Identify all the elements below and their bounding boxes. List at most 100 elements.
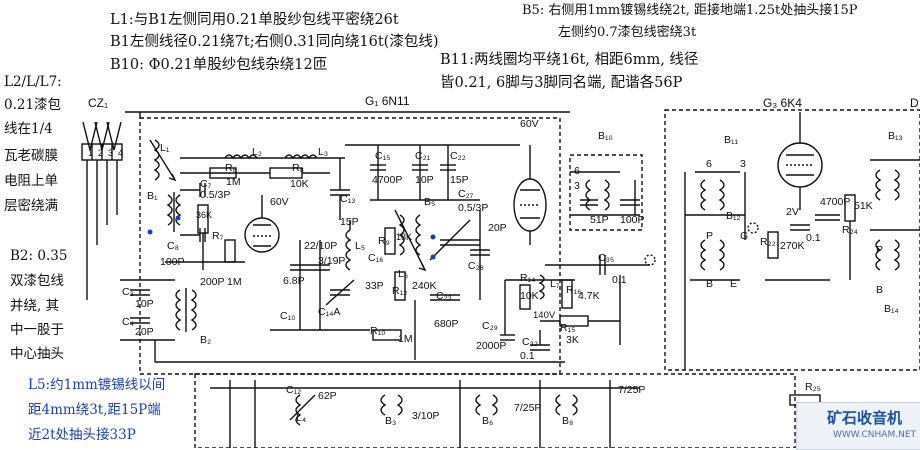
watermark-logo: 矿石收音机 WWW.CNHAM.NET: [796, 402, 920, 450]
label-val: 100P: [620, 214, 645, 226]
label-val: 3/19P: [318, 255, 346, 267]
label-val: 22/10P: [304, 240, 338, 252]
label-val: 240K: [412, 280, 437, 292]
label-val: 0.5/3P: [458, 202, 489, 214]
note-b1-line: B1左侧线径0.21绕7t;右侧0.31同向绕16t(漆包线): [110, 34, 439, 50]
note-left-b2-line: 中心抽头: [10, 346, 64, 362]
note-left-l-line: 瓦老碳膜: [4, 148, 58, 164]
label-b8: B₈: [562, 415, 574, 427]
note-b5-line: B5: 右侧用1mm镀锡线绕2t, 距接地端1.25t处抽头接15P: [522, 3, 858, 18]
label-c32: C₃₂: [522, 336, 538, 348]
label-c8: C₈: [167, 240, 179, 252]
note-l5-line: 距4mm绕3t,距15P端: [28, 402, 161, 418]
label-val: 7/25P: [618, 384, 646, 396]
label-val: 1M: [227, 276, 242, 288]
label-c13: C₁₃: [340, 193, 356, 205]
label-pin: 3: [740, 158, 746, 170]
label-val: 15P: [450, 174, 469, 186]
label-r9: R₉: [378, 235, 390, 247]
label-v60-top: 60V: [520, 118, 539, 130]
label-c4: C₄: [122, 316, 134, 328]
label-val: 3/10P: [412, 410, 440, 422]
label-val: 10K: [520, 290, 539, 302]
label-c35: C₃₅: [598, 252, 615, 264]
label-cz1: CZ₁: [88, 96, 109, 110]
label-val: 1M: [226, 176, 241, 188]
label-val: 51K: [854, 200, 873, 212]
label-pin: E: [730, 278, 738, 290]
label-g3: G₃ 6K4: [763, 96, 802, 110]
label-l4: L₄: [296, 412, 307, 424]
watermark-title: 矿石收音机: [827, 409, 903, 427]
label-v60: 60V: [270, 196, 289, 208]
note-l5-line: 近2t处抽头接33P: [28, 427, 136, 443]
label-r22: R₂₂: [760, 236, 776, 248]
label-v2: 2V: [786, 206, 799, 218]
label-val: 6.8P: [283, 275, 305, 287]
label-r6: R₆: [225, 162, 237, 174]
label-r12: R₁₂: [392, 285, 408, 297]
label-r8: R₈: [292, 162, 304, 174]
label-val: 270K: [780, 240, 805, 252]
label-val: 680P: [434, 318, 459, 330]
label-c21: C₂₁: [415, 150, 431, 162]
note-left-b2-line: 并绕, 其: [10, 298, 60, 314]
label-v140: 140V: [533, 310, 556, 321]
label-r15: R₁₅: [560, 322, 576, 334]
label-b14: B₁₄: [884, 303, 899, 315]
label-pin: 1: [88, 148, 94, 158]
label-b1: B₁: [147, 190, 158, 202]
label-r25: R₂₅: [805, 381, 821, 393]
label-val: 100P: [160, 256, 185, 268]
label-pin: P: [706, 230, 714, 242]
label-c29: C₂₉: [482, 320, 498, 332]
note-left-l-line: 0.21漆包: [4, 97, 62, 113]
label-val: 0.1: [806, 232, 821, 244]
label-val: 10P: [415, 174, 434, 186]
label-r16: R₁₆: [566, 284, 582, 296]
label-val: 36K: [196, 210, 213, 220]
label-val: 4700P: [820, 196, 851, 208]
label-b12: B₁₂: [726, 210, 741, 222]
label-g1: G₁ 6N11: [365, 94, 410, 108]
label-d: D: [910, 96, 919, 110]
label-val: 4.7K: [578, 290, 600, 302]
label-val: 62P: [318, 390, 337, 402]
note-l1-line: L1:与B1左侧同用0.21单股纱包线平密绕26t: [110, 12, 399, 28]
label-c28: C₂₈: [468, 260, 485, 272]
label-c23: C₂₃: [436, 290, 452, 302]
note-b5-line2: 左侧约0.7漆包线密绕3t: [558, 25, 697, 40]
label-c16: C₁₆: [368, 252, 384, 264]
label-c12: C₁₂: [286, 384, 302, 396]
antenna-connector-cz1: [81, 121, 123, 300]
label-b3: B₃: [385, 415, 397, 427]
label-val: 4700P: [372, 174, 403, 186]
label-val: 20P: [488, 222, 507, 234]
note-l5-line: L5:约1mm镀锡线以间: [28, 377, 166, 393]
label-b2: B₂: [200, 334, 212, 346]
label-val: 10P: [135, 298, 154, 310]
label-l5: L₅: [355, 240, 366, 252]
label-l2: L₂: [252, 146, 262, 158]
label-pin: 4: [118, 148, 124, 158]
label-val: 0.1: [520, 350, 535, 362]
note-left-l-line: 层密绕满: [4, 198, 58, 214]
label-val: 33P: [365, 280, 384, 292]
label-c27: C₂₇: [458, 188, 474, 200]
label-pin: G: [740, 230, 749, 242]
label-b13: B₁₃: [888, 130, 903, 142]
label-val: 7/25P: [514, 402, 542, 414]
label-c3: C₃: [122, 286, 134, 298]
label-val: 20P: [135, 326, 154, 338]
label-val: 200P: [200, 276, 225, 288]
label-pin: P: [876, 244, 884, 256]
note-left-l-line: L2/L/L7:: [4, 74, 62, 90]
note-left-l-line: 电阻上单: [4, 173, 58, 189]
label-r7: R₇: [212, 230, 224, 242]
label-l7: L₇: [550, 278, 560, 290]
label-val: 51P: [590, 214, 609, 226]
note-left-b2-line: 双漆包线: [10, 273, 64, 289]
label-l1: L₁: [160, 142, 170, 154]
label-c14: C₁₄A: [318, 306, 341, 318]
